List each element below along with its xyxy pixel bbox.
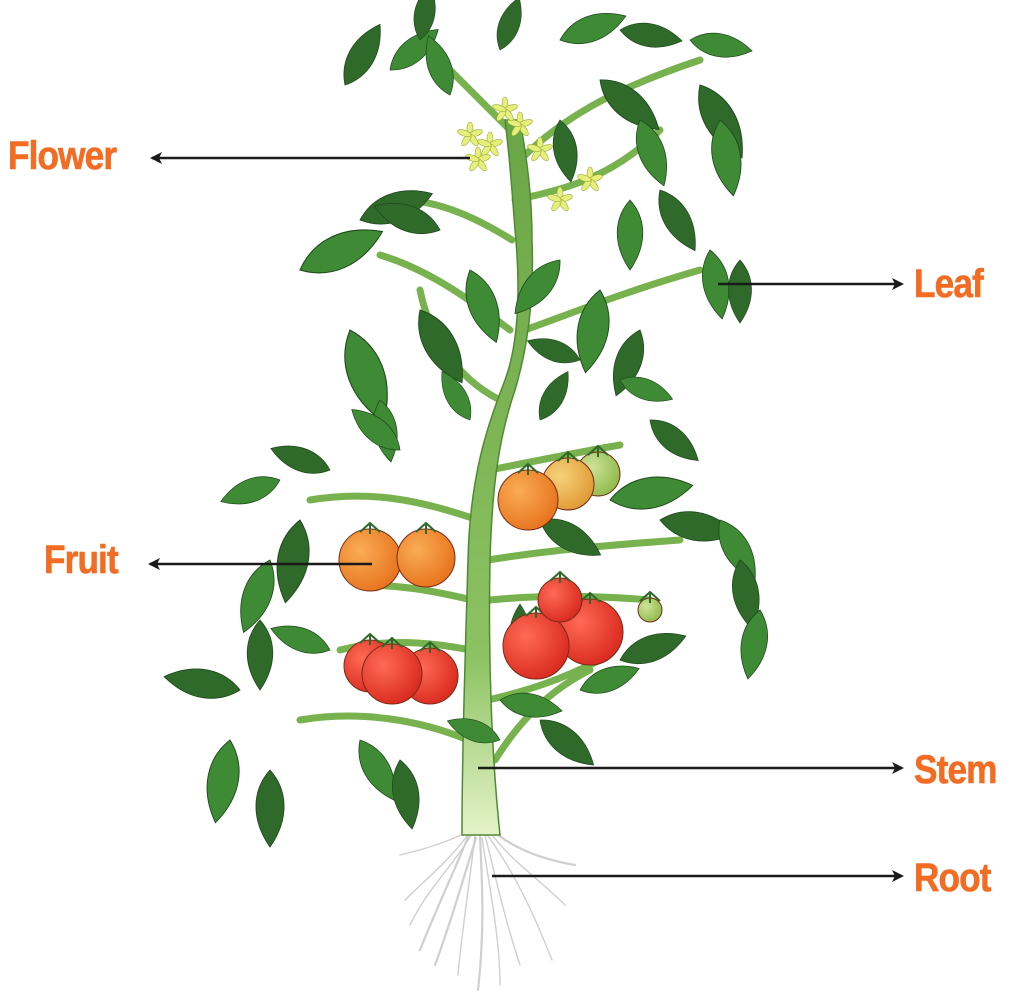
leaf <box>457 265 510 347</box>
leaf <box>591 69 668 140</box>
leaf <box>247 620 273 690</box>
leaf <box>270 517 315 605</box>
leaf <box>490 0 528 53</box>
tomato-fruit <box>339 529 401 591</box>
leaf <box>217 469 284 512</box>
leaf <box>256 770 284 847</box>
leaf <box>293 217 389 286</box>
leaf <box>617 200 643 270</box>
branch <box>300 716 468 740</box>
leaf <box>618 19 684 53</box>
leaf <box>735 608 772 681</box>
leaf <box>387 758 424 831</box>
leaf <box>532 710 602 775</box>
flower-label: Flower <box>8 134 116 179</box>
leaf <box>607 470 695 515</box>
branch <box>310 496 478 520</box>
root-strand <box>400 832 468 855</box>
leaf <box>616 624 691 672</box>
tomato-fruit <box>498 470 558 530</box>
leaf <box>729 260 752 323</box>
tomato-fruit <box>362 644 422 704</box>
tomato-fruit <box>503 613 569 679</box>
flower <box>527 137 554 162</box>
roots <box>400 830 575 990</box>
leaf <box>267 618 334 661</box>
fruits <box>339 446 662 704</box>
tomato-fruit <box>397 529 455 587</box>
fruit-label: Fruit <box>44 538 118 583</box>
leaf <box>334 18 391 91</box>
root-strand <box>490 832 565 905</box>
root-strand <box>485 835 520 965</box>
leaf <box>162 663 243 704</box>
leaf <box>556 4 631 52</box>
tomato-fruit <box>538 578 582 622</box>
leaf <box>200 737 245 825</box>
leaf <box>524 331 584 369</box>
stem-label: Stem <box>914 748 997 793</box>
root-strand <box>478 835 482 990</box>
leaf <box>267 438 334 481</box>
leaf <box>531 366 577 425</box>
root-label: Root <box>914 856 991 901</box>
leaf <box>643 411 706 469</box>
leaf <box>505 252 570 322</box>
leaf-label: Leaf <box>914 262 983 307</box>
leaf <box>649 184 706 257</box>
